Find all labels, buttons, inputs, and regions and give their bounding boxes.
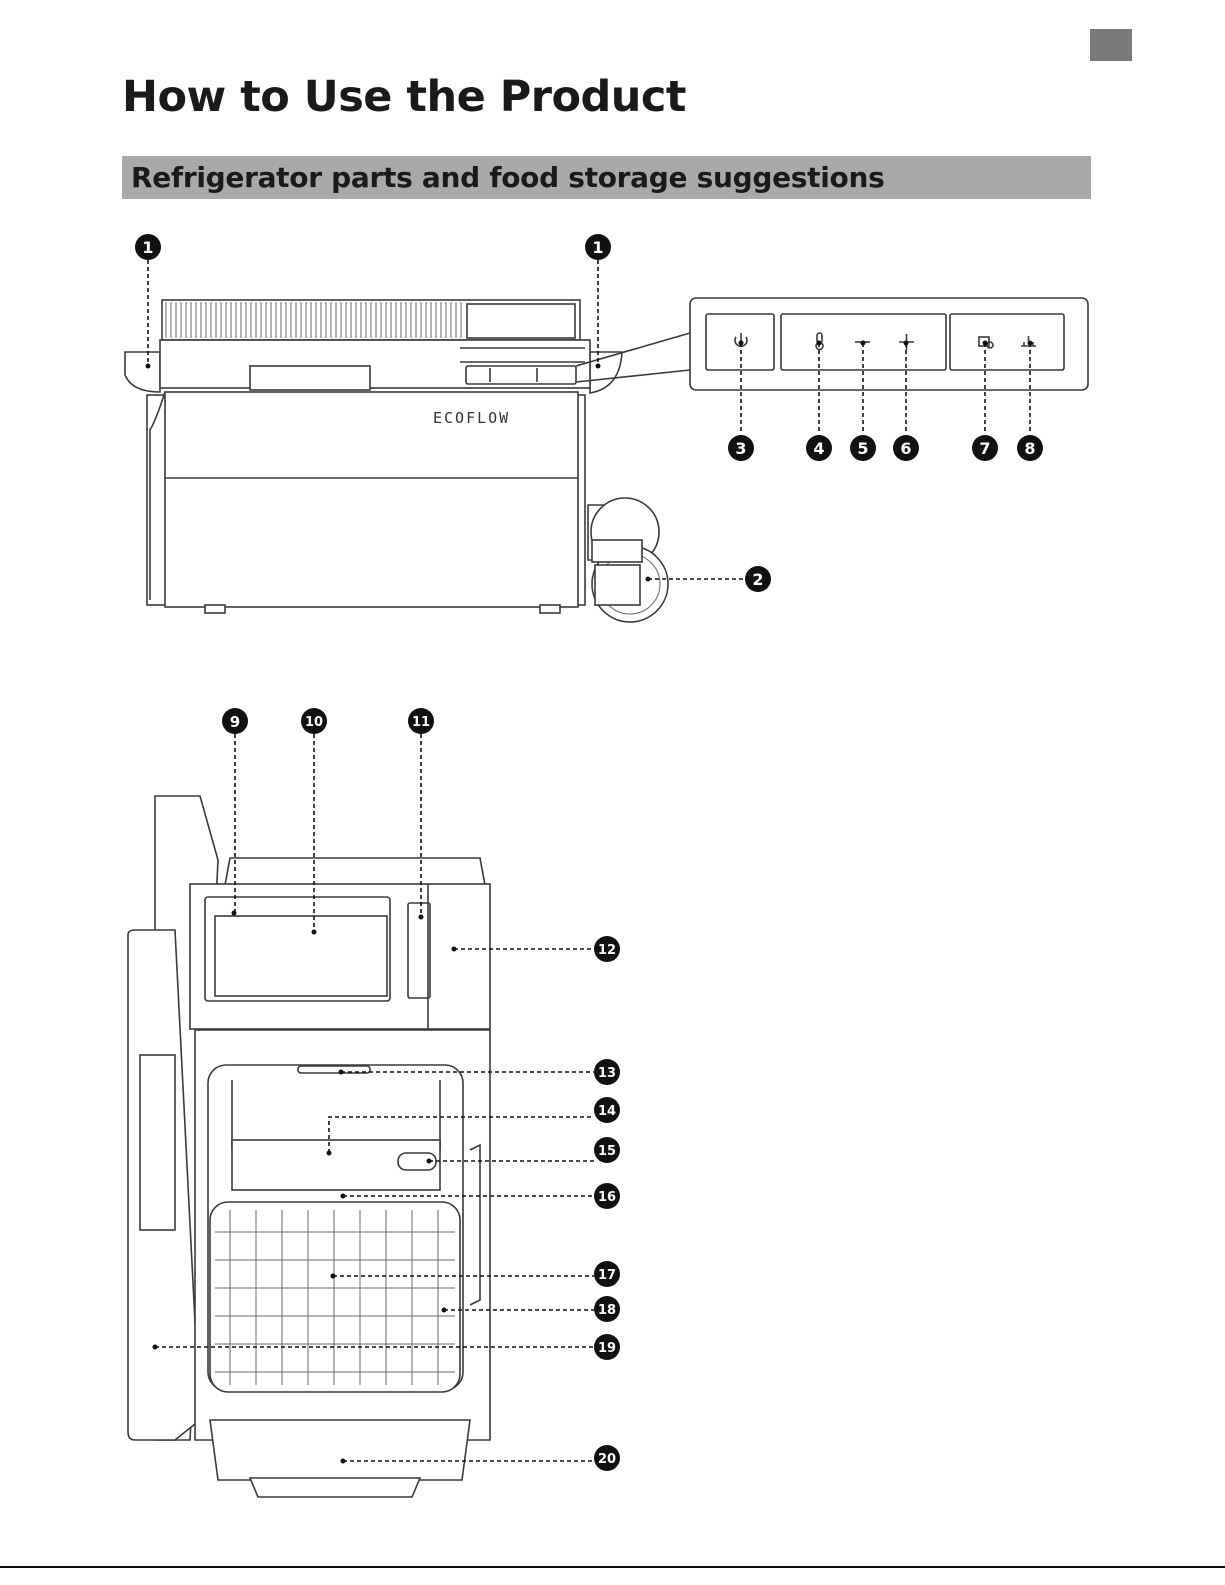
callout-4: 4 bbox=[806, 435, 832, 461]
svg-text:5: 5 bbox=[857, 439, 868, 458]
svg-text:9: 9 bbox=[230, 713, 240, 731]
svg-text:20: 20 bbox=[598, 1452, 616, 1467]
svg-text:18: 18 bbox=[598, 1303, 616, 1318]
callout-13: 13 bbox=[594, 1059, 620, 1085]
callout-16: 16 bbox=[594, 1183, 620, 1209]
svg-text:3: 3 bbox=[735, 439, 746, 458]
callout-12: 12 bbox=[594, 936, 620, 962]
svg-text:1: 1 bbox=[142, 238, 153, 257]
svg-text:16: 16 bbox=[598, 1190, 616, 1205]
callout-20: 20 bbox=[594, 1445, 620, 1471]
callout-14: 14 bbox=[594, 1097, 620, 1123]
refrigerator-open-illustration bbox=[128, 796, 490, 1497]
callout-2: 2 bbox=[745, 566, 771, 592]
svg-text:12: 12 bbox=[598, 943, 616, 958]
callout-3: 3 bbox=[728, 435, 754, 461]
callout-1a: 1 bbox=[135, 234, 161, 260]
svg-text:1: 1 bbox=[592, 238, 603, 257]
callout-17: 17 bbox=[594, 1261, 620, 1287]
callout-1b: 1 bbox=[585, 234, 611, 260]
svg-text:6: 6 bbox=[900, 439, 911, 458]
ecoflow-logo: ECOFLOW bbox=[433, 409, 510, 427]
callout-11: 11 bbox=[408, 708, 434, 734]
svg-text:15: 15 bbox=[598, 1144, 616, 1159]
svg-text:11: 11 bbox=[412, 715, 430, 730]
svg-text:13: 13 bbox=[598, 1066, 616, 1081]
svg-text:2: 2 bbox=[752, 570, 763, 589]
callout-9: 9 bbox=[222, 708, 248, 734]
svg-text:17: 17 bbox=[598, 1268, 616, 1283]
callout-18: 18 bbox=[594, 1296, 620, 1322]
callout-8: 8 bbox=[1017, 435, 1043, 461]
svg-text:7: 7 bbox=[979, 439, 990, 458]
callout-15: 15 bbox=[594, 1137, 620, 1163]
svg-text:14: 14 bbox=[598, 1104, 616, 1119]
callout-6: 6 bbox=[893, 435, 919, 461]
callout-10: 10 bbox=[301, 708, 327, 734]
svg-text:19: 19 bbox=[598, 1341, 616, 1356]
svg-text:8: 8 bbox=[1024, 439, 1035, 458]
callout-5: 5 bbox=[850, 435, 876, 461]
refrigerator-front-illustration bbox=[125, 300, 668, 622]
footer-rule bbox=[0, 1566, 1225, 1568]
svg-text:4: 4 bbox=[813, 439, 824, 458]
callout-19: 19 bbox=[594, 1334, 620, 1360]
svg-text:10: 10 bbox=[305, 715, 323, 730]
callout-7: 7 bbox=[972, 435, 998, 461]
